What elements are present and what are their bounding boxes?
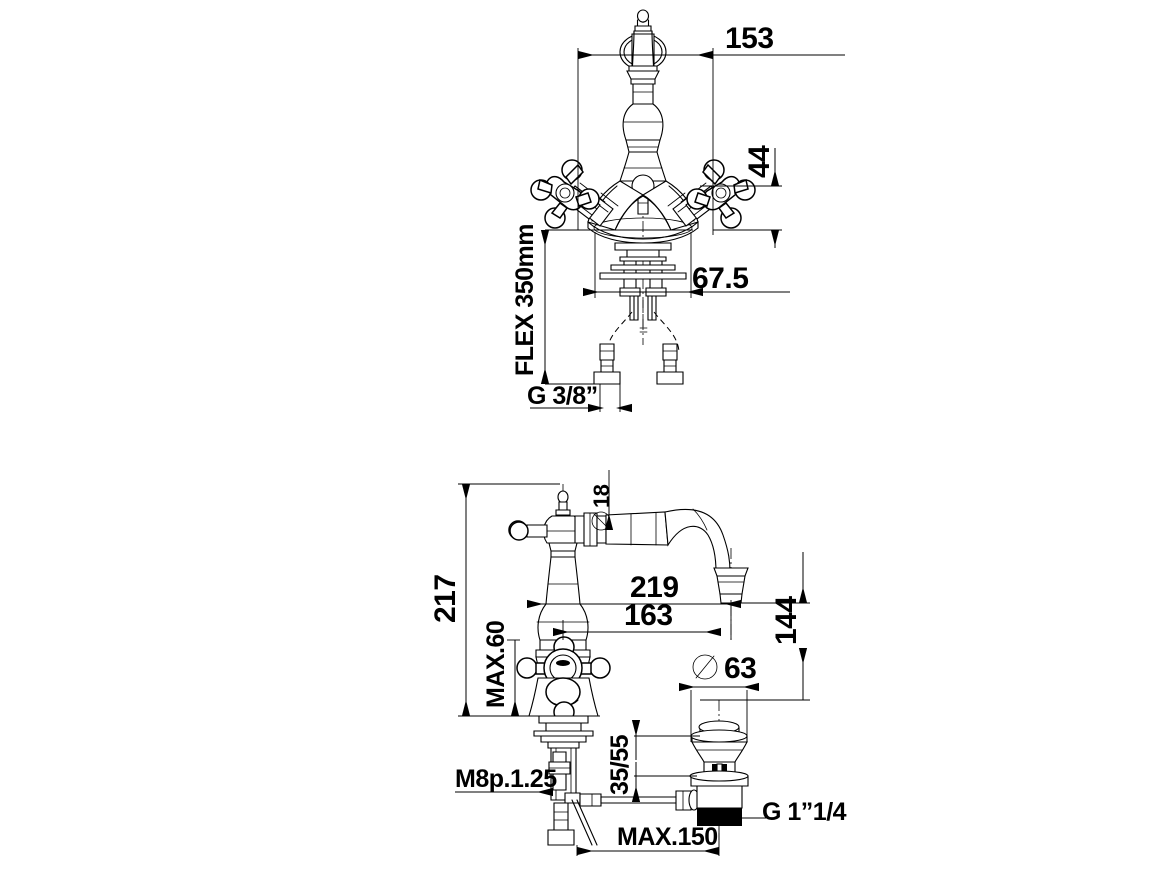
dim-label-67-5: 67.5: [692, 262, 748, 295]
dim-m8p125: M8p.1.25: [455, 765, 558, 797]
hose-fittings-top-view: [593, 327, 684, 385]
dim-label-m8p125: M8p.1.25: [455, 765, 557, 793]
dim-label-219: 219: [630, 571, 679, 604]
dim-diameter-18: 18: [589, 470, 614, 531]
dim-label-max-150: MAX.150: [617, 823, 718, 851]
dim-label-44: 44: [743, 145, 776, 178]
pop-up-waste-assembly: [689, 720, 749, 826]
dim-label-217: 217: [429, 574, 462, 623]
handle-left-top-view: [530, 159, 619, 229]
dim-44: 44: [700, 145, 782, 248]
dim-diameter-63: 63: [679, 652, 759, 742]
dim-label-18: 18: [589, 484, 614, 508]
pop-up-linkage-rod: [579, 789, 700, 811]
mounting-stack-side-view: [533, 715, 598, 846]
dim-219: 219: [527, 571, 741, 640]
dim-144: 144: [700, 552, 810, 701]
dim-label-63: 63: [724, 652, 756, 685]
spout-side-view: [574, 508, 749, 604]
dim-g38: G 3/8”: [527, 382, 632, 413]
dim-flex-350: FLEX 350mm: [511, 224, 693, 385]
left-handle-stub-side-view: [508, 520, 548, 541]
dim-label-163: 163: [624, 599, 673, 632]
dim-max-60: MAX.60: [466, 621, 600, 717]
dim-label-g38: G 3/8”: [527, 382, 598, 410]
dim-217: 217: [429, 483, 560, 717]
handle-side-view: [516, 636, 611, 723]
dim-67-5: 67.5: [583, 232, 790, 298]
dim-label-flex-350: FLEX 350mm: [511, 224, 539, 376]
dim-label-144: 144: [770, 596, 803, 645]
dim-label-153: 153: [725, 22, 774, 55]
dim-163: 163: [553, 599, 721, 640]
dim-153: 153: [577, 22, 845, 235]
dim-label-35-55: 35/55: [606, 734, 634, 795]
dim-label-max-60: MAX.60: [482, 621, 510, 708]
dim-max-150: MAX.150: [576, 823, 720, 856]
dim-35-55: 35/55: [606, 720, 700, 802]
dim-label-g114: G 1”1/4: [762, 798, 847, 826]
top-view-front-elevation: 153 44 67.5 FLEX 350mm: [511, 9, 845, 413]
dim-g114: G 1”1/4: [697, 798, 847, 826]
faucet-column-top-view: [619, 9, 667, 182]
bottom-view-side-elevation: 217 MAX.60 18 219 1: [429, 470, 847, 856]
